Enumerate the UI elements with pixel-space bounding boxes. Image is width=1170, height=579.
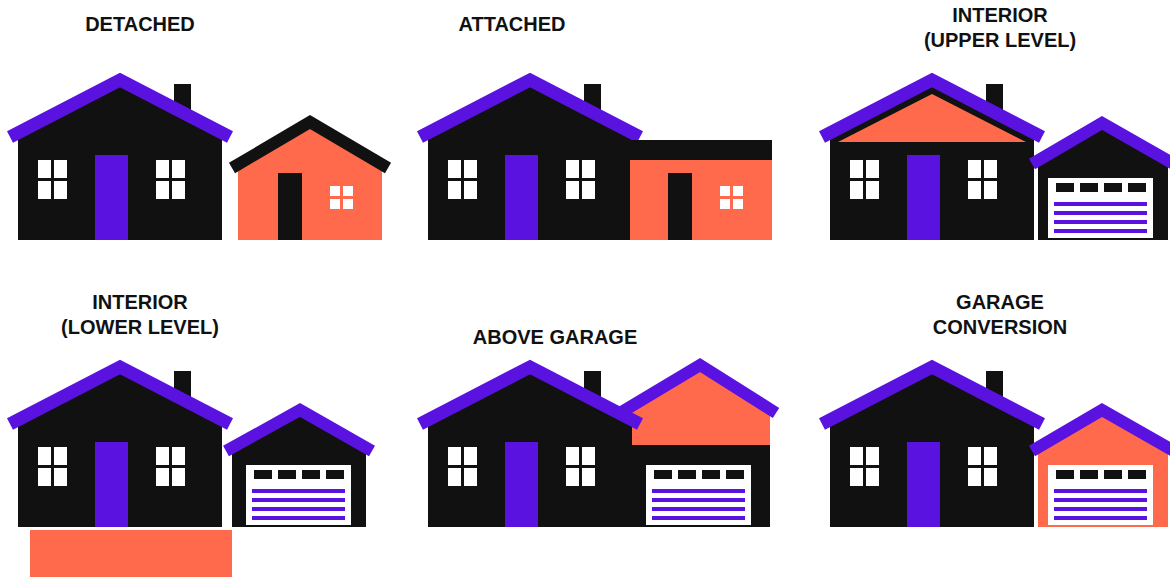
interior-lower-house <box>10 367 372 577</box>
panel-label: ABOVE GARAGE <box>405 325 705 350</box>
house-shape <box>1032 410 1170 451</box>
panel-label: INTERIOR (LOWER LEVEL) <box>50 290 230 340</box>
house-shape <box>420 80 640 240</box>
panel-label: INTERIOR (UPPER LEVEL) <box>913 3 1087 53</box>
panel-label: DETACHED <box>0 12 290 37</box>
house-shape <box>232 122 388 168</box>
house-shape <box>1048 465 1153 525</box>
house-shape <box>10 367 230 527</box>
house-shape <box>630 160 772 240</box>
house-shape <box>838 94 1026 142</box>
house-shape <box>646 465 751 525</box>
house-shape <box>330 186 353 209</box>
house-shape <box>238 126 382 240</box>
house-shape <box>720 186 743 209</box>
house-shape <box>1032 123 1170 164</box>
garage-conversion-house <box>822 367 1170 527</box>
house-shape <box>30 530 232 577</box>
house-shape <box>278 173 302 240</box>
panel-label: GARAGE CONVERSION <box>930 290 1070 340</box>
house-shape <box>620 365 776 413</box>
detached-house <box>10 80 388 240</box>
house-shape <box>822 80 1042 240</box>
house-shape <box>10 80 230 240</box>
house-shape <box>822 367 1042 527</box>
attached-house <box>420 80 772 240</box>
panel-label: ATTACHED <box>362 12 662 37</box>
above-garage-house <box>420 365 776 527</box>
house-shape <box>668 173 692 240</box>
house-shape <box>626 445 770 527</box>
interior-upper-house <box>822 80 1170 240</box>
house-shape <box>420 367 640 527</box>
house-shape <box>246 465 351 525</box>
house-shape <box>1048 178 1153 238</box>
house-shape <box>226 410 372 451</box>
house-shape <box>630 140 772 162</box>
house-shape <box>626 369 770 447</box>
